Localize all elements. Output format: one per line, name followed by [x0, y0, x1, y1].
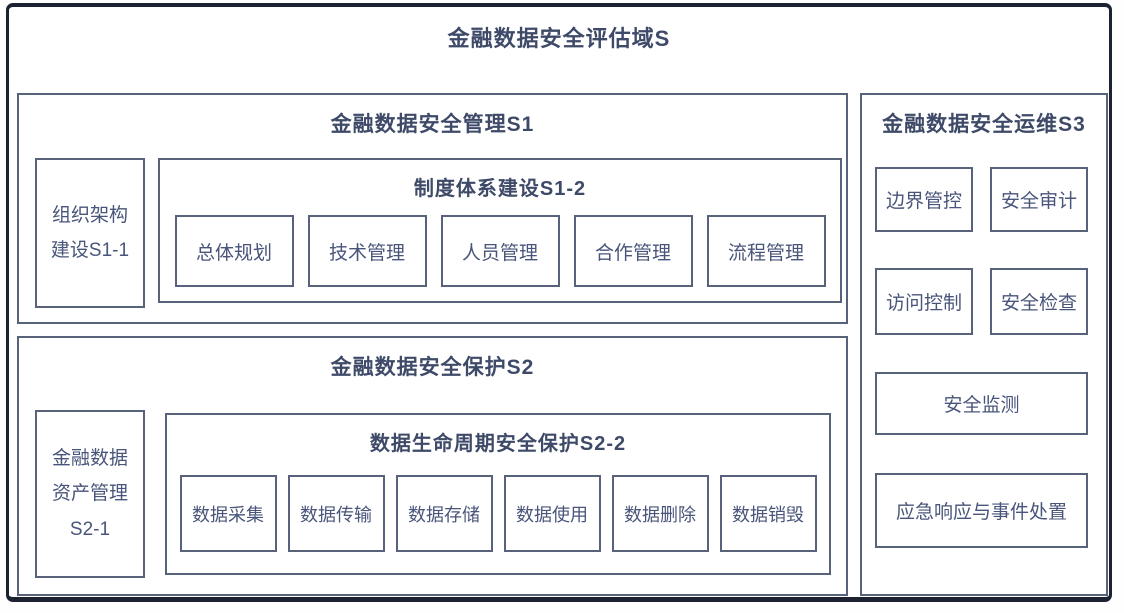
leaf-boundary-control: 边界管控 — [875, 167, 973, 232]
leaf-data-transmission: 数据传输 — [287, 475, 385, 552]
leaf-personnel-management: 人员管理 — [440, 215, 560, 287]
leaf-cooperation-management: 合作管理 — [573, 215, 693, 287]
leaf-process-management: 流程管理 — [706, 215, 826, 287]
assessment-domain-frame: 金融数据安全评估域S 金融数据安全管理S1 组织架构 建设S1-1 制度体系建设… — [6, 3, 1112, 602]
container-s2-2-lifecycle-protection: 数据生命周期安全保护S2-2 数据采集 数据传输 数据存储 数据使用 数据删除 … — [165, 413, 831, 575]
panel-s3-operations: 金融数据安全运维S3 边界管控 安全审计 访问控制 安全检查 安全监测 应急响应… — [860, 93, 1108, 596]
container-s2-2-title: 数据生命周期安全保护S2-2 — [369, 433, 627, 455]
s1-2-leaf-row: 总体规划 技术管理 人员管理 合作管理 流程管理 — [160, 215, 840, 287]
panel-s3-title: 金融数据安全运维S3 — [882, 113, 1086, 136]
s3-row-3: 安全监测 — [862, 372, 1106, 435]
leaf-security-inspection: 安全检查 — [990, 268, 1088, 335]
leaf-overall-planning: 总体规划 — [174, 215, 294, 287]
leaf-data-deletion: 数据删除 — [611, 475, 709, 552]
s3-row-2: 访问控制 安全检查 — [862, 268, 1106, 335]
box-s2-1-data-asset-management: 金融数据 资产管理 S2-1 — [35, 410, 145, 578]
panel-s2-title: 金融数据安全保护S2 — [330, 356, 535, 379]
s2-2-leaf-row: 数据采集 数据传输 数据存储 数据使用 数据删除 数据销毁 — [167, 475, 829, 552]
leaf-data-collection: 数据采集 — [179, 475, 277, 552]
container-s1-2-system-building: 制度体系建设S1-2 总体规划 技术管理 人员管理 合作管理 流程管理 — [158, 158, 842, 303]
panel-s1-management: 金融数据安全管理S1 组织架构 建设S1-1 制度体系建设S1-2 总体规划 技… — [17, 93, 848, 324]
leaf-data-storage: 数据存储 — [395, 475, 493, 552]
leaf-security-audit: 安全审计 — [990, 167, 1088, 232]
leaf-access-control: 访问控制 — [875, 268, 973, 335]
panel-s1-title: 金融数据安全管理S1 — [330, 113, 535, 136]
box-s1-1-org-structure-building: 组织架构 建设S1-1 — [35, 158, 145, 308]
leaf-data-usage: 数据使用 — [503, 475, 601, 552]
leaf-security-monitoring: 安全监测 — [875, 372, 1088, 435]
leaf-data-destruction: 数据销毁 — [719, 475, 817, 552]
leaf-technology-management: 技术管理 — [307, 215, 427, 287]
panel-s2-protection: 金融数据安全保护S2 金融数据 资产管理 S2-1 数据生命周期安全保护S2-2… — [17, 336, 848, 596]
s3-row-1: 边界管控 安全审计 — [862, 167, 1106, 232]
s3-row-4: 应急响应与事件处置 — [862, 473, 1106, 548]
container-s1-2-title: 制度体系建设S1-2 — [413, 178, 587, 200]
leaf-emergency-response: 应急响应与事件处置 — [875, 473, 1088, 548]
diagram-title: 金融数据安全评估域S — [447, 26, 671, 51]
